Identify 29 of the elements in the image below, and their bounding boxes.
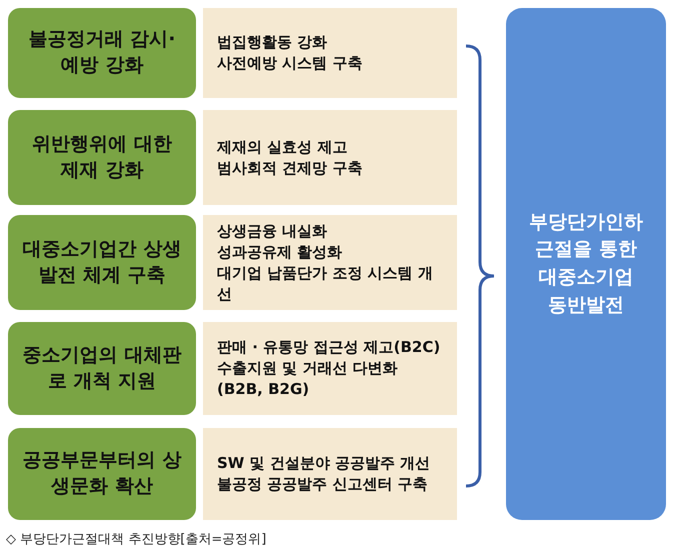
label-text: 공공부문부터의 상생문화 확산: [22, 448, 182, 499]
label-text: 대중소기업간 상생발전 체계 구축: [22, 236, 182, 288]
label-text: 위반행위에 대한 제재 강화: [31, 132, 173, 182]
item-text: SW 및 건설분야 공공발주 개선: [217, 453, 430, 474]
item-text: 성과공유제 활성화: [217, 242, 342, 262]
item-text: 불공정 공공발주 신고센터 구축: [217, 474, 428, 495]
label-text: 불공정거래 감시·예방 강화: [28, 27, 176, 78]
item-text: 수출지원 및 거래선 다변화 (B2B, B2G): [217, 358, 399, 400]
category-box: [8, 110, 196, 205]
item-text: 범사회적 견제망 구축: [217, 158, 362, 178]
caption: ◇ 부당단가근절대책 추진방향[출처=공정위]: [6, 531, 266, 548]
goal-box: [506, 8, 666, 520]
item-text: 사전예방 시스템 구축: [217, 53, 362, 74]
item-text: 상생금융 내실화: [217, 220, 328, 242]
item-text: 법집행활동 강화: [217, 32, 328, 53]
detail-box: [203, 428, 457, 520]
detail-box: [203, 215, 457, 310]
category-box: [8, 322, 196, 415]
category-box: [8, 8, 196, 98]
detail-box: [203, 110, 457, 205]
detail-box: [203, 322, 457, 415]
detail-box: [203, 8, 457, 98]
label-text: 부당단가인하 근절을 통한 대중소기업 동반발전: [528, 210, 644, 318]
label-text: 중소기업의 대체판로 개척 지원: [22, 342, 182, 394]
item-text: 제재의 실효성 제고: [217, 136, 348, 158]
category-box: [8, 428, 196, 520]
category-box: [8, 215, 196, 310]
item-text: 대기업 납품단가 조정 시스템 개선: [217, 262, 434, 304]
item-text: 판매 · 유통망 접근성 제고(B2C): [217, 337, 440, 358]
